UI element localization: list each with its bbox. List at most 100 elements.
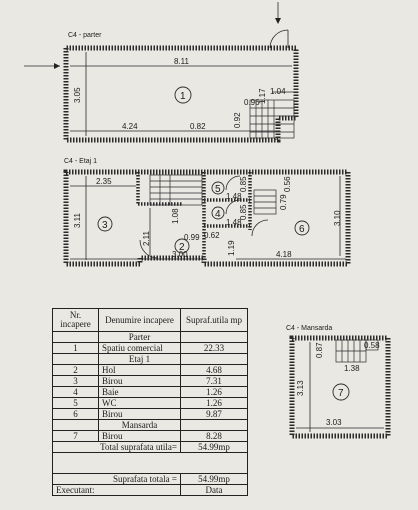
cell-area: 9.87 (180, 408, 248, 420)
table-row: 7 Birou 8.28 (52, 430, 248, 442)
dim-etaj1-119: 1.19 (227, 240, 236, 256)
executant-label: Executant: (52, 484, 181, 496)
room-1-number: 1 (180, 91, 186, 102)
header-nr: Nr. incapere (52, 308, 99, 332)
cell-nr: 6 (52, 408, 99, 420)
dim-mansarda-313: 3.13 (296, 380, 305, 396)
table-row: 3 Birou 7.31 (52, 375, 248, 387)
room-3-marker (97, 216, 113, 232)
entrance-arrowhead-left (54, 63, 60, 69)
dim-mansarda-087: 0.87 (315, 342, 324, 358)
header-denumire: Denumire incapere (98, 308, 181, 332)
dim-etaj1-099: 0.99 (184, 233, 200, 242)
dim-parter-width: 8.11 (174, 57, 190, 66)
dim-parter-424: 4.24 (122, 122, 138, 131)
mansarda-plan: C4 - Mansarda 0.87 0.58 1.38 3.13 3.03 7 (286, 325, 391, 439)
room-5-marker (211, 181, 225, 195)
room-6-number: 6 (299, 224, 305, 235)
table-row: 5 WC 1.26 (52, 397, 248, 409)
dim-mansarda-058: 0.58 (364, 341, 380, 350)
section-row-mansarda: Mansarda (52, 419, 248, 431)
section-mansarda: Mansarda (98, 419, 181, 431)
dim-etaj1-300: 3.00 (172, 250, 188, 259)
cell-nr: 2 (52, 364, 99, 376)
section-etaj: Etaj 1 (98, 353, 181, 365)
dim-etaj1-085-top: 0.85 (239, 176, 248, 192)
etaj1-plan: C4 - Etaj 1 (63, 158, 351, 267)
dim-mansarda-303: 3.03 (326, 418, 342, 427)
cell-nr: 3 (52, 375, 99, 387)
entrance-arrowhead-top (275, 18, 281, 24)
etaj1-door-4 (225, 199, 241, 215)
mansarda-title: C4 - Mansarda (286, 325, 332, 332)
cell-area: 1.26 (180, 397, 248, 409)
total-row: Suprafata totala = 54.99mp (52, 473, 248, 485)
dim-parter-092: 0.92 (233, 112, 242, 128)
cell-nr: 1 (52, 342, 99, 354)
mansarda-outer-wall (289, 335, 391, 439)
dim-etaj1-085-bottom: 0.85 (239, 204, 248, 220)
room-4-marker (211, 206, 225, 220)
dim-etaj1-079: 0.79 (279, 194, 288, 210)
parter-outer-wall (63, 45, 299, 143)
dim-etaj1-211: 2.11 (142, 230, 151, 246)
total-util-label: Total suprafata utila= (52, 441, 181, 453)
footer-row: Executant: Data (52, 484, 248, 496)
etaj1-stair (149, 174, 277, 215)
data-label: Data (180, 484, 248, 496)
etaj1-title: C4 - Etaj 1 (64, 158, 97, 165)
dim-parter-117: 1.17 (258, 88, 267, 104)
etaj1-door-5 (225, 175, 241, 191)
room-3-number: 3 (102, 220, 108, 231)
etaj1-door-6 (251, 219, 269, 237)
table-row: 2 Hol 4.68 (52, 364, 248, 376)
room-1-marker (174, 86, 192, 104)
area-table: Nr. incapere Denumire incapere Supraf.ut… (52, 308, 248, 496)
cell-nr: 5 (52, 397, 99, 409)
spacer-row (52, 452, 248, 474)
dim-mansarda-138: 1.38 (344, 364, 360, 373)
total-util-row: Total suprafata utila= 54.99mp (52, 441, 248, 453)
cell-area: 22.33 (180, 342, 248, 354)
cell-name: Hol (98, 364, 181, 376)
total-value: 54.99mp (180, 473, 248, 485)
cell-name: Baie (98, 386, 181, 398)
dim-etaj1-235: 2.35 (96, 177, 112, 186)
dim-etaj1-148-top: 1.48 (226, 192, 242, 201)
dim-parter-height: 3.05 (73, 87, 82, 103)
dim-etaj1-311: 3.11 (73, 212, 82, 228)
cell-nr: 7 (52, 430, 99, 442)
room-6-marker (294, 220, 310, 236)
parter-title: C4 - parter (68, 32, 102, 39)
room-2-number: 2 (179, 242, 185, 253)
cell-name: Birou (98, 375, 181, 387)
cell-area: 4.68 (180, 364, 248, 376)
total-label: Suprafata totala = (52, 473, 181, 485)
mansarda-stair (335, 339, 379, 363)
parter-stair (249, 91, 295, 139)
table-header-row: Nr. incapere Denumire incapere Supraf.ut… (52, 308, 248, 332)
cell-area: 7.31 (180, 375, 248, 387)
room-2-marker (174, 238, 190, 254)
cell-name: Birou (98, 430, 181, 442)
dim-etaj1-062: 0.62 (204, 231, 220, 240)
cell-name: Birou (98, 408, 181, 420)
dim-etaj1-310: 3.10 (333, 210, 342, 226)
section-row-etaj: Etaj 1 (52, 353, 248, 365)
table-row: 4 Baie 1.26 (52, 386, 248, 398)
table-row: 1 Spatiu comercial 22.33 (52, 342, 248, 354)
dim-etaj1-056: 0.56 (283, 176, 292, 192)
dim-parter-104: 1.04 (270, 87, 286, 96)
table-row: 6 Birou 9.87 (52, 408, 248, 420)
cell-area: 1.26 (180, 386, 248, 398)
etaj1-outer-wall (63, 169, 351, 267)
cell-area: 8.28 (180, 430, 248, 442)
cell-nr: 4 (52, 386, 99, 398)
dim-parter-082: 0.82 (190, 122, 206, 131)
total-util-value: 54.99mp (180, 441, 248, 453)
section-parter: Parter (98, 331, 181, 343)
cell-name: WC (98, 397, 181, 409)
section-row-parter: Parter (52, 331, 248, 343)
parter-door-arc (269, 29, 289, 49)
